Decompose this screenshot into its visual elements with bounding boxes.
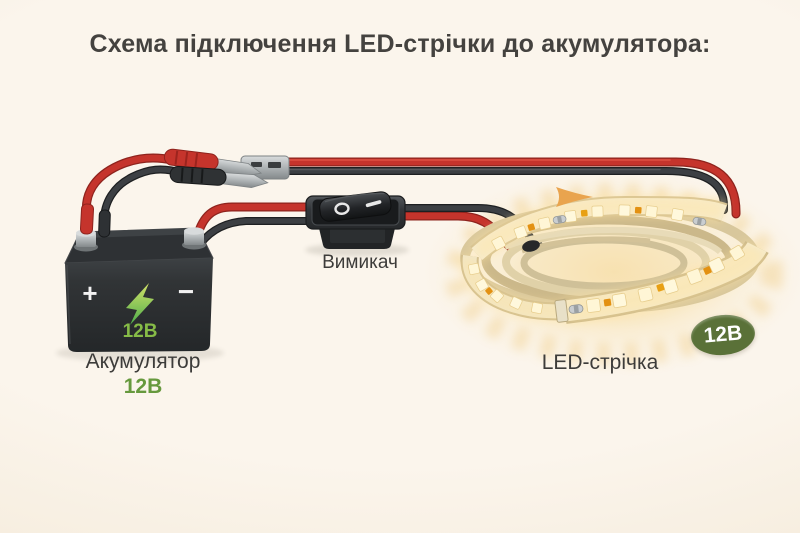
battery-plus-mark: + [82,278,98,308]
rocker-switch [305,191,409,257]
lightning-bolt-icon [126,283,154,325]
flow-direction-arrow [440,187,593,207]
switch-on-mark-icon [365,200,382,208]
alligator-clip-black [169,165,269,189]
battery-voltage-label: 12В [123,375,163,398]
wire-black-to-switch [197,217,316,247]
wire-red-positive-top [261,157,741,219]
switch-off-mark-icon [334,202,350,215]
battery-face-voltage: 12В [122,321,158,342]
battery-minus-terminal [182,227,206,250]
led-chips-left [467,262,543,314]
battery-minus-mark: − [177,276,195,307]
battery-label: Акумулятор [85,350,201,373]
led-strip-label: LED-стрічка [541,351,659,374]
page-title: Схема підключення LED-стрічки до акумуля… [89,30,711,58]
switch-label: Вимикач [322,252,398,273]
strip-wire-connector [522,240,540,252]
led-chips-top [491,204,707,251]
battery-plus-terminal [74,229,98,252]
switch-rocker [319,191,392,222]
led-strip-coil [459,194,770,325]
led-chips-front [568,245,745,314]
battery-probe-cables [79,153,186,238]
